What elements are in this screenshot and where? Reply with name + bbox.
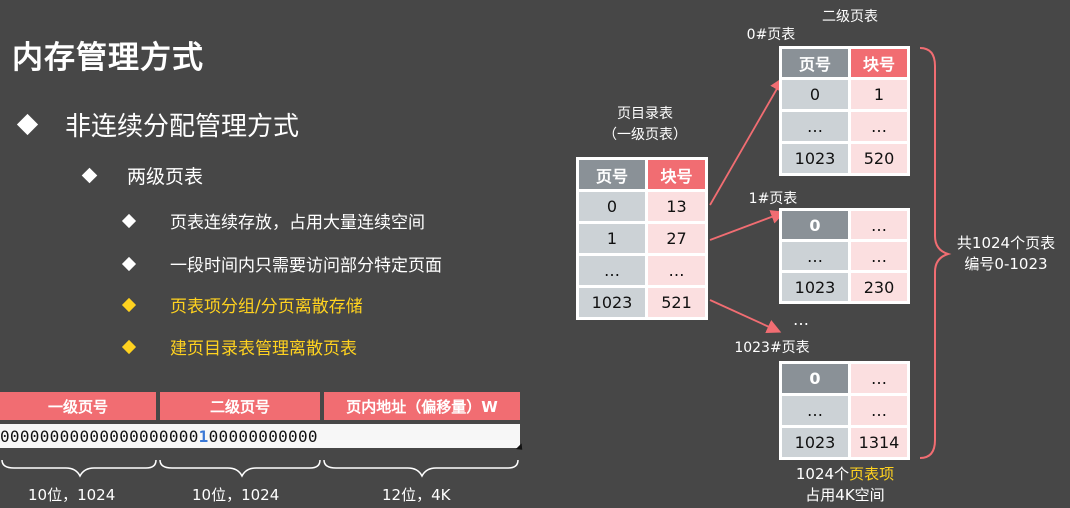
- address-seg-level2: 二级页号: [160, 392, 320, 420]
- cell-page: 1: [579, 224, 645, 253]
- brace-label-line2: 编号0-1023: [964, 255, 1048, 273]
- bit-highlight: 1: [198, 426, 209, 446]
- table-row: 0 1: [782, 80, 907, 109]
- table-row: 0 …: [782, 364, 907, 393]
- cell-block: 521: [648, 288, 705, 317]
- table-row: 0 13: [579, 192, 705, 221]
- brace-icon: [919, 47, 952, 459]
- cell-page: 1023: [579, 288, 645, 317]
- seg3-length: 12位，4K: [382, 486, 451, 504]
- page-directory-table: 页号 块号 0 13 1 27 … … 1023 521: [576, 157, 708, 320]
- table1023-label: 1023#页表: [734, 340, 810, 356]
- arrow-to-table1: [709, 210, 786, 241]
- bottom-note-line2: 占用4K空间: [805, 486, 885, 504]
- bits-prefix: 00000000000000000000: [0, 426, 199, 446]
- directory-caption-line1: 页目录表: [617, 106, 673, 122]
- cell-page: …: [782, 242, 848, 270]
- segment-brace-icon: [323, 459, 519, 478]
- header-page-number: 页号: [579, 160, 645, 189]
- page-table-1: 0 … … … 1023 230: [779, 208, 910, 304]
- cell-page: 0: [579, 192, 645, 221]
- cell-block: …: [851, 211, 907, 239]
- segment-brace-icon: [1, 459, 157, 478]
- table-header-row: 页号 块号: [579, 160, 705, 189]
- cell-block: …: [851, 242, 907, 270]
- tables-ellipsis: …: [793, 310, 809, 329]
- cell-page: 1023: [782, 144, 848, 173]
- table-row: 1023 521: [579, 288, 705, 317]
- sub-bullet-text: 页表连续存放，占用大量连续空间: [170, 213, 425, 233]
- table-row: 1023 1314: [782, 428, 907, 457]
- bits-suffix: 00000000000: [208, 426, 318, 446]
- cell-block: …: [851, 364, 907, 393]
- table-row: 1023 230: [782, 273, 907, 301]
- directory-caption-line2: （一级页表）: [603, 127, 687, 143]
- sub-bullet: 页表连续存放，占用大量连续空间: [121, 208, 425, 233]
- seg1-length: 10位，1024: [28, 486, 116, 504]
- sub-bullet-text: 一段时间内只需要访问部分特定页面: [170, 256, 442, 276]
- cell-page: 1023: [782, 428, 848, 457]
- sub-bullet: 一段时间内只需要访问部分特定页面: [121, 251, 442, 276]
- bullet-level1: 非连续分配管理方式: [16, 106, 300, 143]
- bottom-note-highlight: 页表项: [849, 465, 895, 483]
- table-row: 1 27: [579, 224, 705, 253]
- header-block-number: 块号: [851, 49, 907, 77]
- cell-page: 1023: [782, 273, 848, 301]
- bottom-note-pre: 1024个: [795, 465, 850, 483]
- sub-bullet-highlight: 页表项分组/分页离散存储: [121, 292, 363, 317]
- cell-page: 0: [782, 211, 848, 239]
- cell-block: 13: [648, 192, 705, 221]
- cell-block: 520: [851, 144, 907, 173]
- sub-bullet-text: 建页目录表管理离散页表: [170, 339, 357, 359]
- second-level-title: 二级页表: [822, 9, 878, 25]
- cell-block: …: [851, 396, 907, 425]
- cell-page: …: [579, 256, 645, 285]
- table-header-row: 页号 块号: [782, 49, 907, 77]
- header-page-number: 页号: [782, 49, 848, 77]
- address-seg-level1: 一级页号: [0, 392, 156, 420]
- bottom-note-line1: 1024个页表项: [770, 463, 920, 484]
- cell-block: 1314: [851, 428, 907, 457]
- table-row: 1023 520: [782, 144, 907, 173]
- table-row: … …: [579, 256, 705, 285]
- bullet-level1-text: 非连续分配管理方式: [65, 112, 300, 142]
- cell-block: …: [648, 256, 705, 285]
- cell-page: 0: [782, 364, 848, 393]
- brace-label-line1: 共1024个页表: [956, 234, 1056, 252]
- cell-page: 0: [782, 80, 848, 109]
- seg2-length: 10位，1024: [192, 486, 280, 504]
- table0-label: 0#页表: [746, 27, 796, 43]
- page-table-0: 页号 块号 0 1 … … 1023 520: [779, 46, 910, 176]
- table-row: 0 …: [782, 211, 907, 239]
- header-block-number: 块号: [648, 160, 705, 189]
- sub-bullet-highlight: 建页目录表管理离散页表: [121, 334, 357, 359]
- cell-page: …: [782, 112, 848, 141]
- bullet-level2-text: 两级页表: [127, 166, 204, 188]
- slide-title: 内存管理方式: [12, 40, 204, 76]
- bullet-level2: 两级页表: [81, 162, 204, 189]
- address-seg-offset: 页内地址（偏移量）W: [324, 392, 520, 420]
- cell-block: 27: [648, 224, 705, 253]
- page-table-1023: 0 … … … 1023 1314: [779, 361, 910, 460]
- cell-block: 230: [851, 273, 907, 301]
- table-row: … …: [782, 242, 907, 270]
- table-row: … …: [782, 112, 907, 141]
- cell-block: 1: [851, 80, 907, 109]
- table-row: … …: [782, 396, 907, 425]
- sub-bullet-text: 页表项分组/分页离散存储: [170, 297, 363, 317]
- cell-page: …: [782, 396, 848, 425]
- arrow-to-table0: [709, 76, 784, 206]
- arrow-to-table1023: [709, 299, 782, 334]
- table1-label: 1#页表: [748, 191, 798, 207]
- cell-block: …: [851, 112, 907, 141]
- segment-brace-icon: [159, 459, 321, 478]
